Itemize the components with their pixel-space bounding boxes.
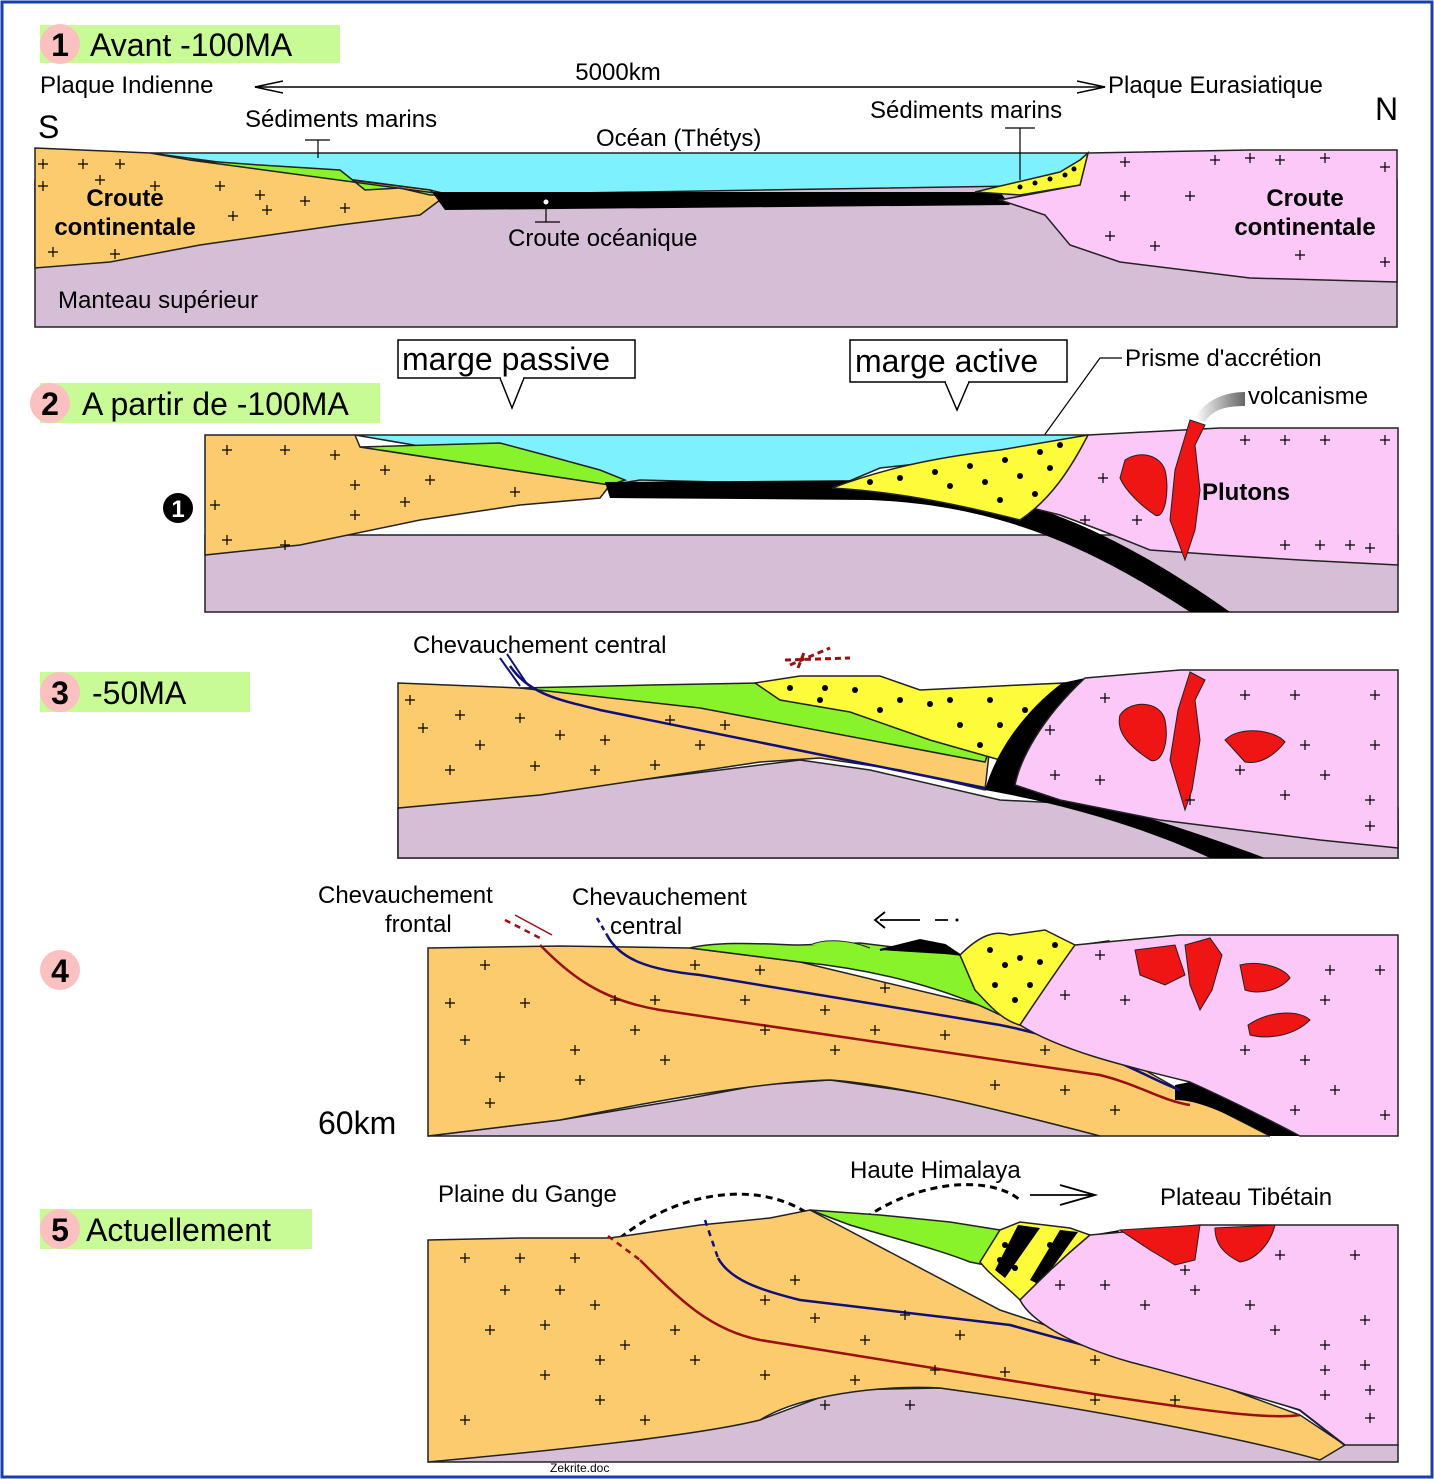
cc-left-label-1: Croute bbox=[86, 185, 163, 212]
plate-indienne-label: Plaque Indienne bbox=[40, 72, 213, 99]
north-label: N bbox=[1375, 91, 1398, 127]
plate-eurasiatique-label: Plaque Eurasiatique bbox=[1108, 72, 1323, 99]
cc-right-label-1: Croute bbox=[1266, 185, 1343, 212]
passive-margin-label: marge passive bbox=[402, 341, 610, 377]
position-marker-1-label: 1 bbox=[171, 496, 184, 523]
stage-3-number: 3 bbox=[51, 675, 69, 711]
gange-label: Plaine du Gange bbox=[438, 1181, 617, 1208]
central-thrust-label-2: central bbox=[610, 913, 682, 940]
plutons-label: Plutons bbox=[1202, 479, 1290, 506]
volcanism-label: volcanisme bbox=[1248, 383, 1368, 410]
frontal-thrust-label-2: frontal bbox=[385, 911, 452, 938]
active-margin-label: marge active bbox=[855, 343, 1038, 379]
stage-4-number: 4 bbox=[51, 953, 69, 989]
cc-right-label-2: continentale bbox=[1234, 214, 1375, 241]
south-label: S bbox=[38, 109, 59, 145]
stage-2-title: A partir de -100MA bbox=[82, 386, 349, 422]
central-thrust-label-1: Chevauchement bbox=[572, 884, 747, 911]
stage-3-title: -50MA bbox=[92, 675, 187, 711]
oceanic-crust-label: Croute océanique bbox=[508, 225, 697, 252]
depth-label: 60km bbox=[318, 1105, 396, 1141]
sed-right-label: Sédiments marins bbox=[870, 97, 1062, 124]
stage-1-title: Avant -100MA bbox=[90, 27, 293, 63]
distance-label: 5000km bbox=[575, 59, 660, 86]
frontal-thrust-label-1: Chevauchement bbox=[318, 882, 493, 909]
central-thrust-label-s3: Chevauchement central bbox=[413, 632, 666, 659]
credit-label: Zekrite.doc bbox=[550, 1461, 609, 1475]
mantle-label: Manteau supérieur bbox=[58, 287, 258, 314]
stage-5-number: 5 bbox=[51, 1212, 69, 1248]
tibet-label: Plateau Tibétain bbox=[1160, 1184, 1332, 1211]
ocean-label: Océan (Thétys) bbox=[596, 125, 761, 152]
sed-left-label: Sédiments marins bbox=[245, 106, 437, 133]
stage-2-number: 2 bbox=[41, 386, 59, 422]
stage-5-title: Actuellement bbox=[86, 1212, 271, 1248]
prism-label: Prisme d'accrétion bbox=[1125, 345, 1322, 372]
cc-left-label-2: continentale bbox=[54, 214, 195, 241]
stage-1-number: 1 bbox=[51, 27, 69, 63]
himalaya-label: Haute Himalaya bbox=[850, 1157, 1021, 1184]
